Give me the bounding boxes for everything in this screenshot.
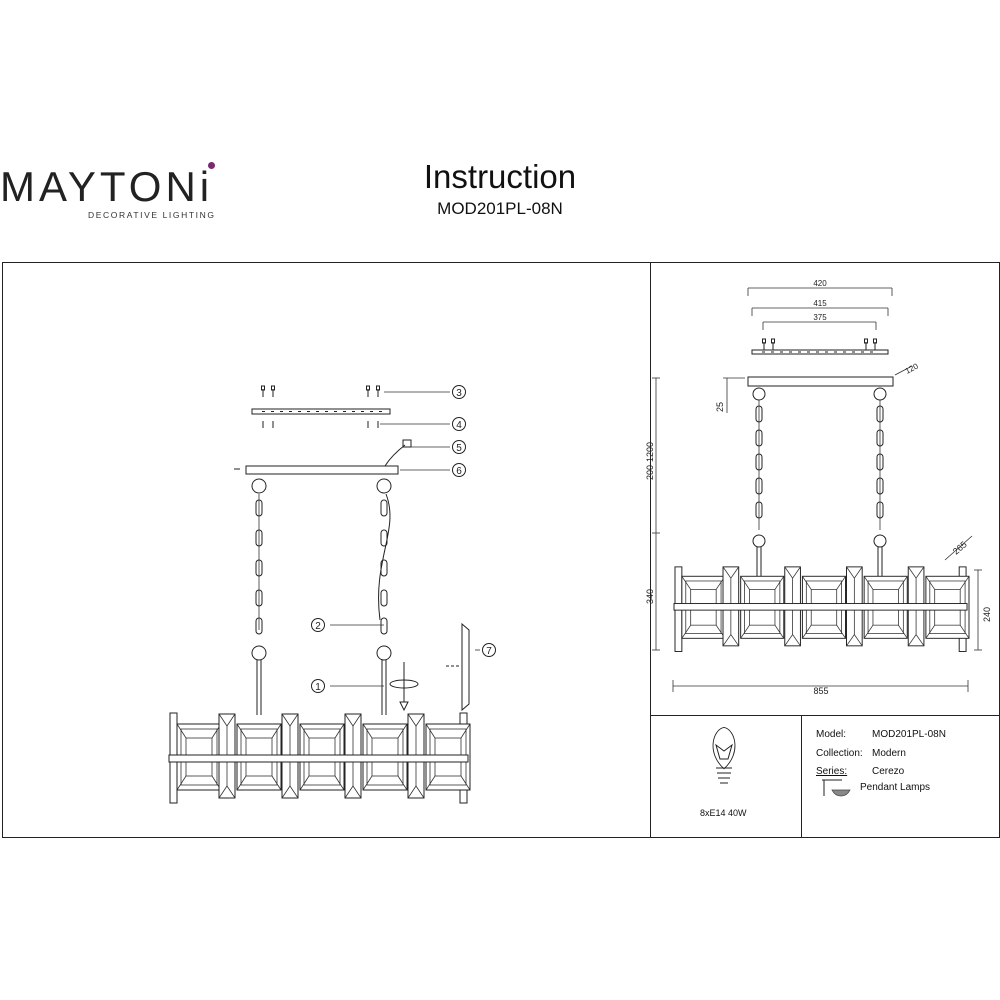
wire-connector bbox=[402, 439, 412, 448]
dimension-drawing: 420 415 375 120 25 200-1200 340 bbox=[645, 279, 992, 696]
spec-model-label: Model: bbox=[816, 729, 847, 740]
callouts: 3 4 5 6 2 7 1 bbox=[311, 385, 496, 693]
brand-name: MAYTONi bbox=[0, 163, 214, 210]
dim-body-depth: 265 bbox=[951, 539, 969, 556]
page-title: Instruction bbox=[423, 158, 577, 195]
fixture-body-front bbox=[168, 712, 471, 804]
dim-body-height-right: 240 bbox=[982, 607, 992, 622]
chain-left-dim bbox=[752, 387, 766, 578]
spec-collection-label: Collection: bbox=[816, 748, 863, 759]
model-heading: MOD201PL-08N bbox=[437, 199, 563, 218]
chain-right-dim bbox=[873, 387, 887, 578]
screws-under-bar bbox=[262, 421, 379, 428]
fixture-body-side bbox=[673, 566, 970, 652]
spec-collection-value: Modern bbox=[872, 748, 906, 759]
spec-type-value: Pendant Lamps bbox=[860, 782, 931, 793]
brand-dot bbox=[208, 162, 215, 169]
dim-top-420: 420 bbox=[813, 279, 827, 288]
bulb-icon bbox=[712, 726, 736, 784]
callout-5: 5 bbox=[456, 443, 462, 454]
callout-3: 3 bbox=[456, 388, 462, 399]
side-bracket bbox=[446, 622, 470, 712]
bulb-caption: 8xE14 40W bbox=[700, 808, 747, 818]
callout-1: 1 bbox=[315, 682, 321, 693]
callout-6: 6 bbox=[456, 466, 462, 477]
dim-body-length: 855 bbox=[813, 686, 828, 696]
brand-tagline: DECORATIVE LIGHTING bbox=[88, 210, 216, 220]
spec-series-label: Series: bbox=[816, 766, 848, 777]
dim-canopy-height: 25 bbox=[715, 402, 725, 412]
callout-4: 4 bbox=[456, 420, 462, 431]
brand-logo: MAYTONi DECORATIVE LIGHTING bbox=[0, 160, 230, 230]
dim-body-height-left: 340 bbox=[645, 589, 655, 604]
callout-2: 2 bbox=[315, 621, 321, 632]
pendant-lamp-icon bbox=[822, 779, 851, 797]
dim-top-415: 415 bbox=[813, 299, 827, 308]
dim-canopy-depth: 120 bbox=[904, 361, 920, 375]
callout-7: 7 bbox=[486, 646, 492, 657]
spec-series-value: Cerezo bbox=[872, 766, 905, 777]
canopy bbox=[245, 465, 399, 475]
screws-top bbox=[261, 385, 380, 398]
chain-right bbox=[376, 478, 419, 715]
spec-model-value: MOD201PL-08N bbox=[872, 729, 946, 740]
frame-divider-vertical bbox=[650, 262, 652, 838]
assembly-drawing: 3 4 5 6 2 7 1 bbox=[168, 385, 496, 804]
mounting-bar bbox=[251, 408, 391, 415]
dim-chain-range: 200-1200 bbox=[645, 442, 655, 480]
dim-top-375: 375 bbox=[813, 313, 827, 322]
canopy-dim bbox=[747, 376, 894, 387]
frame-divider-spec bbox=[801, 715, 803, 838]
frame-divider-horizontal bbox=[650, 715, 1000, 717]
chain-left bbox=[251, 478, 267, 715]
